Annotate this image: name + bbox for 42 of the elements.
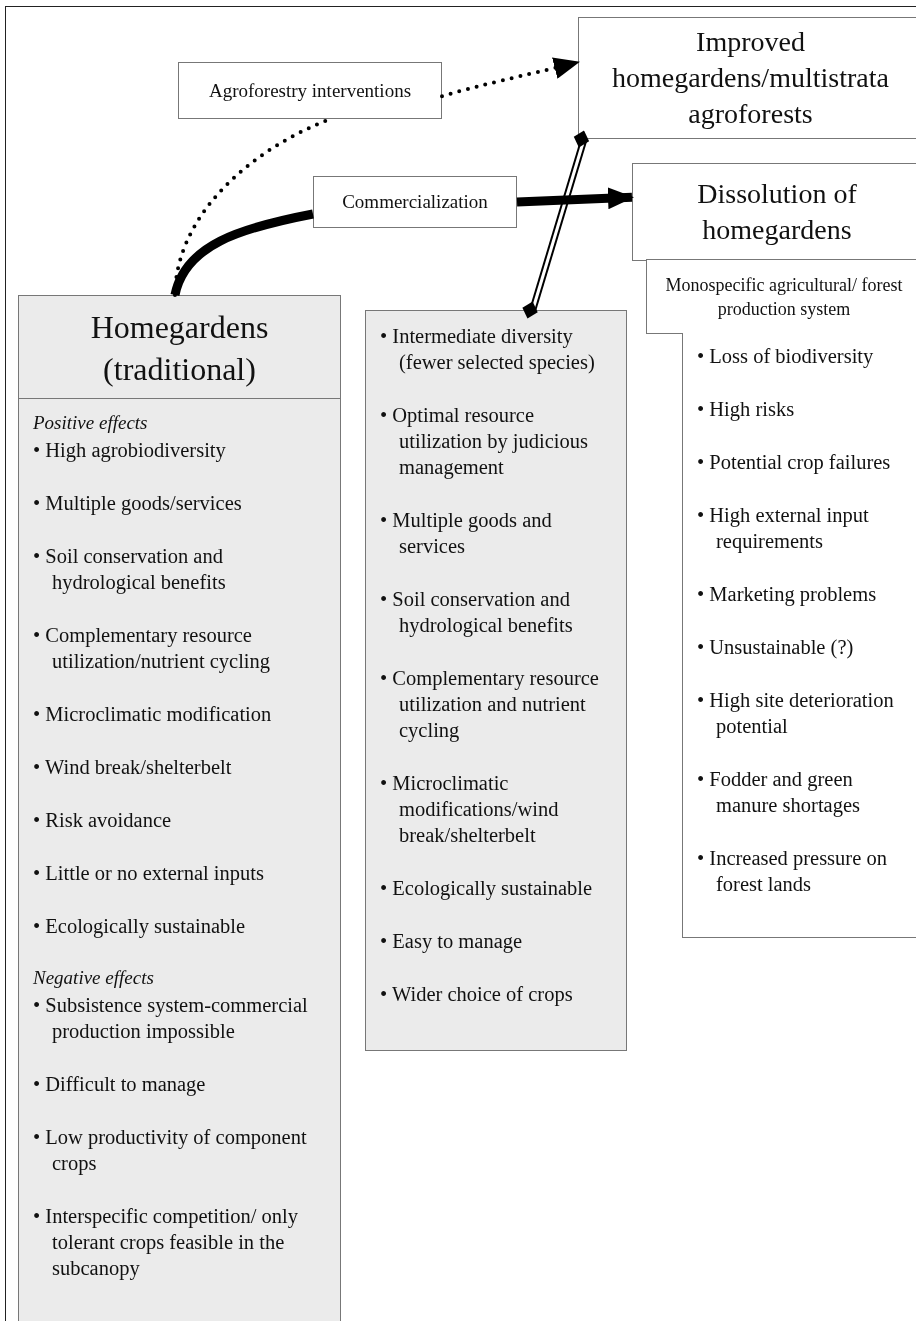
list-item: • Low productivity of component crops: [33, 1125, 308, 1176]
section-heading: Positive effects: [33, 411, 149, 435]
list-item: • Loss of biodiversity: [697, 344, 875, 369]
outcome-box: Dissolution of homegardens: [632, 163, 916, 261]
section-heading: Negative effects: [33, 966, 155, 990]
panel-title: Homegardens (traditional): [19, 296, 340, 399]
list-item: • Difficult to manage: [33, 1072, 207, 1097]
list-item: • Soil conservation and hydrological benefits: [33, 544, 227, 595]
label-box: Agroforestry interventions: [178, 62, 442, 119]
label-box: Monospecific agricultural/ forest production system: [646, 259, 916, 334]
list-item: • Unsustainable (?): [697, 635, 855, 660]
list-item: • Easy to manage: [380, 929, 524, 954]
list-item: • Optimal resource utilization by judicious management: [380, 403, 590, 480]
outcome-box: Improved homegardens/multistrata agroforests: [578, 17, 916, 139]
list-item: • Microclimatic modification: [33, 702, 273, 727]
list-item: • Fodder and green manure shortages: [697, 767, 862, 818]
list-item: • Potential crop failures: [697, 450, 892, 475]
list-item: • Multiple goods/services: [33, 491, 243, 516]
list-item: • Wind break/shelterbelt: [33, 755, 233, 780]
list-item: • Complementary resource utilization/nutrient cycling: [33, 623, 272, 674]
list-panel: [682, 333, 916, 938]
list-item: • Ecologically sustainable: [380, 876, 594, 901]
list-item: • Risk avoidance: [33, 808, 173, 833]
list-item: • Intermediate diversity (fewer selected species): [380, 324, 596, 375]
list-panel: [365, 310, 627, 1051]
list-item: • High agrobiodiversity: [33, 438, 227, 463]
list-item: • High risks: [697, 397, 796, 422]
list-item: • Subsistence system-commercial production impossible: [33, 993, 309, 1044]
list-item: • Increased pressure on forest lands: [697, 846, 888, 897]
list-item: • Interspecific competition/ only tolerant crops feasible in the subcanopy: [33, 1204, 300, 1281]
list-item: • Multiple goods and services: [380, 508, 553, 559]
list-item: • Complementary resource utilization and nutrient cycling: [380, 666, 600, 743]
list-item: • Little or no external inputs: [33, 861, 265, 886]
list-item: • Microclimatic modifications/wind break/shelterbelt: [380, 771, 560, 848]
list-item: • Soil conservation and hydrological benefits: [380, 587, 574, 638]
list-panel: [18, 295, 341, 1321]
list-item: • High external input requirements: [697, 503, 870, 554]
list-item: • High site deterioration potential: [697, 688, 895, 739]
list-item: • Ecologically sustainable: [33, 914, 247, 939]
label-box: Commercialization: [313, 176, 517, 228]
list-item: • Marketing problems: [697, 582, 878, 607]
list-item: • Wider choice of crops: [380, 982, 574, 1007]
